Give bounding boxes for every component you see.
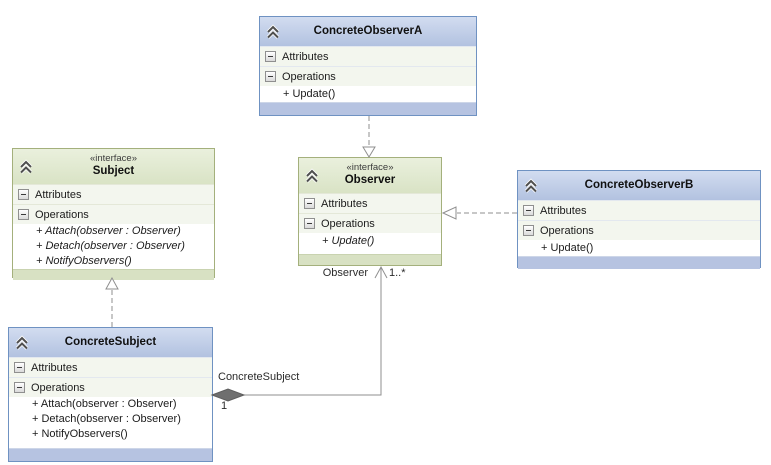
operation-item: + Attach(observer : Observer) (9, 397, 212, 412)
operation-item: + Detach(observer : Observer) (9, 412, 212, 427)
operation-item: + Detach(observer : Observer) (13, 239, 214, 254)
class-footer-strip (299, 254, 441, 265)
class-name: Observer (344, 174, 396, 187)
class-subject[interactable]: «interface» Subject Attributes Operation… (12, 148, 215, 280)
class-name: ConcreteSubject (64, 335, 157, 348)
class-header: ConcreteObserverA (260, 17, 476, 46)
minus-box-icon[interactable] (304, 218, 315, 229)
operations-section[interactable]: Operations (518, 220, 760, 240)
class-header: ConcreteSubject (9, 328, 212, 357)
operations-section[interactable]: Operations (299, 213, 441, 233)
attributes-section[interactable]: Attributes (13, 184, 214, 204)
association-role-label: Observer (322, 267, 368, 279)
collapse-chevron-icon[interactable] (265, 23, 281, 39)
minus-box-icon[interactable] (523, 225, 534, 236)
collapse-chevron-icon[interactable] (14, 334, 30, 350)
association-target-multiplicity: 1..* (389, 267, 406, 279)
association-source-multiplicity: 1 (221, 400, 228, 412)
class-footer-strip (13, 269, 214, 280)
attributes-label: Attributes (35, 188, 82, 201)
class-footer-strip (260, 102, 476, 115)
attributes-label: Attributes (540, 204, 587, 217)
class-observer[interactable]: «interface» Observer Attributes Operatio… (298, 157, 442, 266)
attributes-label: Attributes (321, 197, 368, 210)
operation-item: + NotifyObservers() (13, 254, 214, 269)
operations-label: Operations (321, 217, 375, 230)
operations-section[interactable]: Operations (13, 204, 214, 224)
class-body-filler (299, 249, 441, 254)
collapse-chevron-icon[interactable] (523, 177, 539, 193)
operations-label: Operations (540, 224, 594, 237)
class-header: ConcreteObserverB (518, 171, 760, 200)
minus-box-icon[interactable] (304, 198, 315, 209)
operation-item: + Attach(observer : Observer) (13, 224, 214, 239)
class-header: «interface» Subject (13, 149, 214, 184)
class-stereotype: «interface» (89, 153, 137, 165)
class-body-filler (9, 442, 212, 448)
class-concrete-subject[interactable]: ConcreteSubject Attributes Operations + … (8, 327, 213, 462)
class-name: Subject (92, 165, 135, 178)
minus-box-icon[interactable] (14, 382, 25, 393)
attributes-section[interactable]: Attributes (260, 46, 476, 66)
attributes-label: Attributes (31, 361, 78, 374)
attributes-section[interactable]: Attributes (299, 193, 441, 213)
class-concrete-observer-b[interactable]: ConcreteObserverB Attributes Operations … (517, 170, 761, 269)
class-footer-strip (518, 256, 760, 269)
realization-concreteobservera-observer[interactable] (362, 116, 376, 158)
attributes-label: Attributes (282, 50, 329, 63)
class-header: «interface» Observer (299, 158, 441, 193)
operation-item: + Update() (260, 86, 476, 102)
minus-box-icon[interactable] (523, 205, 534, 216)
collapse-chevron-icon[interactable] (304, 167, 320, 183)
minus-box-icon[interactable] (18, 189, 29, 200)
minus-box-icon[interactable] (14, 362, 25, 373)
operations-section[interactable]: Operations (260, 66, 476, 86)
class-footer-strip (9, 448, 212, 461)
class-name: ConcreteObserverB (584, 178, 694, 191)
operation-item: + NotifyObservers() (9, 427, 212, 442)
realization-concretesubject-subject[interactable] (105, 276, 119, 327)
collapse-chevron-icon[interactable] (18, 158, 34, 174)
realization-concreteobserverb-observer[interactable] (441, 206, 517, 220)
class-name: ConcreteObserverA (313, 24, 423, 37)
minus-box-icon[interactable] (18, 209, 29, 220)
attributes-section[interactable]: Attributes (518, 200, 760, 220)
minus-box-icon[interactable] (265, 51, 276, 62)
association-name-label: ConcreteSubject (218, 371, 300, 383)
minus-box-icon[interactable] (265, 71, 276, 82)
operation-item: + Update() (518, 240, 760, 256)
operations-label: Operations (282, 70, 336, 83)
attributes-section[interactable]: Attributes (9, 357, 212, 377)
operations-label: Operations (31, 381, 85, 394)
class-stereotype: «interface» (346, 162, 394, 174)
operations-section[interactable]: Operations (9, 377, 212, 397)
class-concrete-observer-a[interactable]: ConcreteObserverA Attributes Operations … (259, 16, 477, 116)
operation-item: + Update() (299, 233, 441, 249)
operations-label: Operations (35, 208, 89, 221)
